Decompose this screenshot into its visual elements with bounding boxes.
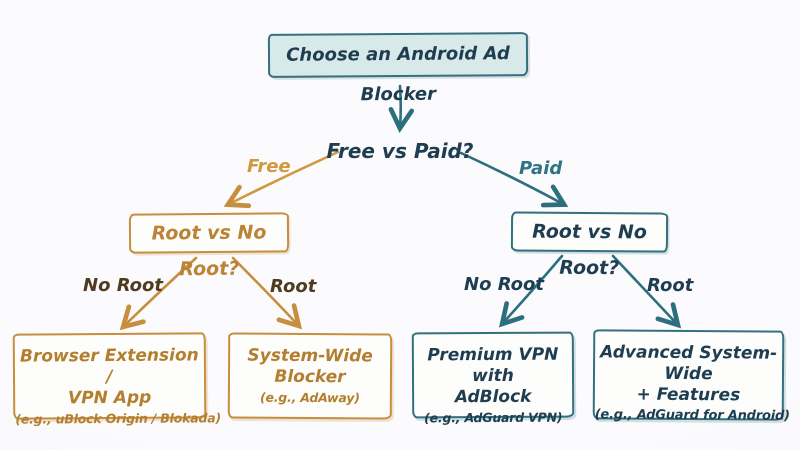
edge-label-paid: Paid — [519, 158, 563, 179]
decision-free-vs-paid: Free vs Paid? — [326, 139, 474, 163]
leaf-title-line: Blocker — [274, 366, 346, 388]
edge-label-paid-noroot: No Root — [464, 274, 544, 295]
leaf-title-line: Browser Extension / — [19, 345, 199, 388]
arrow-root-to-decision — [388, 84, 415, 133]
leaf-system-wide-blocker: System-Wide Blocker (e.g., AdAway) — [227, 332, 393, 420]
edge-label-free-noroot: No Root — [83, 275, 163, 296]
edge-label-free-root: Root — [270, 276, 317, 297]
arrow-free-noroot — [119, 256, 198, 331]
edge-label-free: Free — [247, 156, 291, 177]
leaf-example: (e.g., AdGuard for Android) — [594, 407, 790, 424]
arrow-free-branch — [223, 150, 340, 209]
edge-label-paid-root: Root — [647, 275, 694, 296]
leaf-example: (e.g., AdGuard VPN) — [424, 409, 563, 426]
leaf-premium-vpn-adblock: Premium VPN with AdBlock (e.g., AdGuard … — [411, 331, 575, 425]
decision-root-vs-noroot-free: Root vs No Root? — [128, 212, 290, 280]
arrow-free-root — [231, 256, 303, 330]
leaf-title-line: Premium VPN with — [427, 344, 559, 387]
arrow-paid-root — [611, 254, 682, 329]
decision-root-vs-noroot-paid: Root vs No Root? — [510, 211, 669, 279]
leaf-example: (e.g., AdAway) — [259, 389, 360, 406]
leaf-title-line: VPN App — [67, 387, 152, 409]
leaf-title-line: Advanced System-Wide — [600, 342, 778, 385]
arrow-paid-noroot — [498, 254, 564, 328]
root-node: Choose an Android Ad Blocker — [267, 32, 529, 105]
leaf-title-line: + Features — [636, 384, 741, 406]
leaf-browser-extension-vpn-app: Browser Extension / VPN App (e.g., uBloc… — [12, 332, 221, 427]
leaf-advanced-system-wide: Advanced System-Wide + Features (e.g., A… — [592, 329, 790, 424]
leaf-example: (e.g., uBlock Origin / Blokada) — [15, 410, 221, 427]
leaf-title-line: AdBlock — [454, 386, 532, 408]
arrow-paid-branch — [459, 151, 569, 208]
leaf-title-line: System-Wide — [247, 345, 373, 367]
